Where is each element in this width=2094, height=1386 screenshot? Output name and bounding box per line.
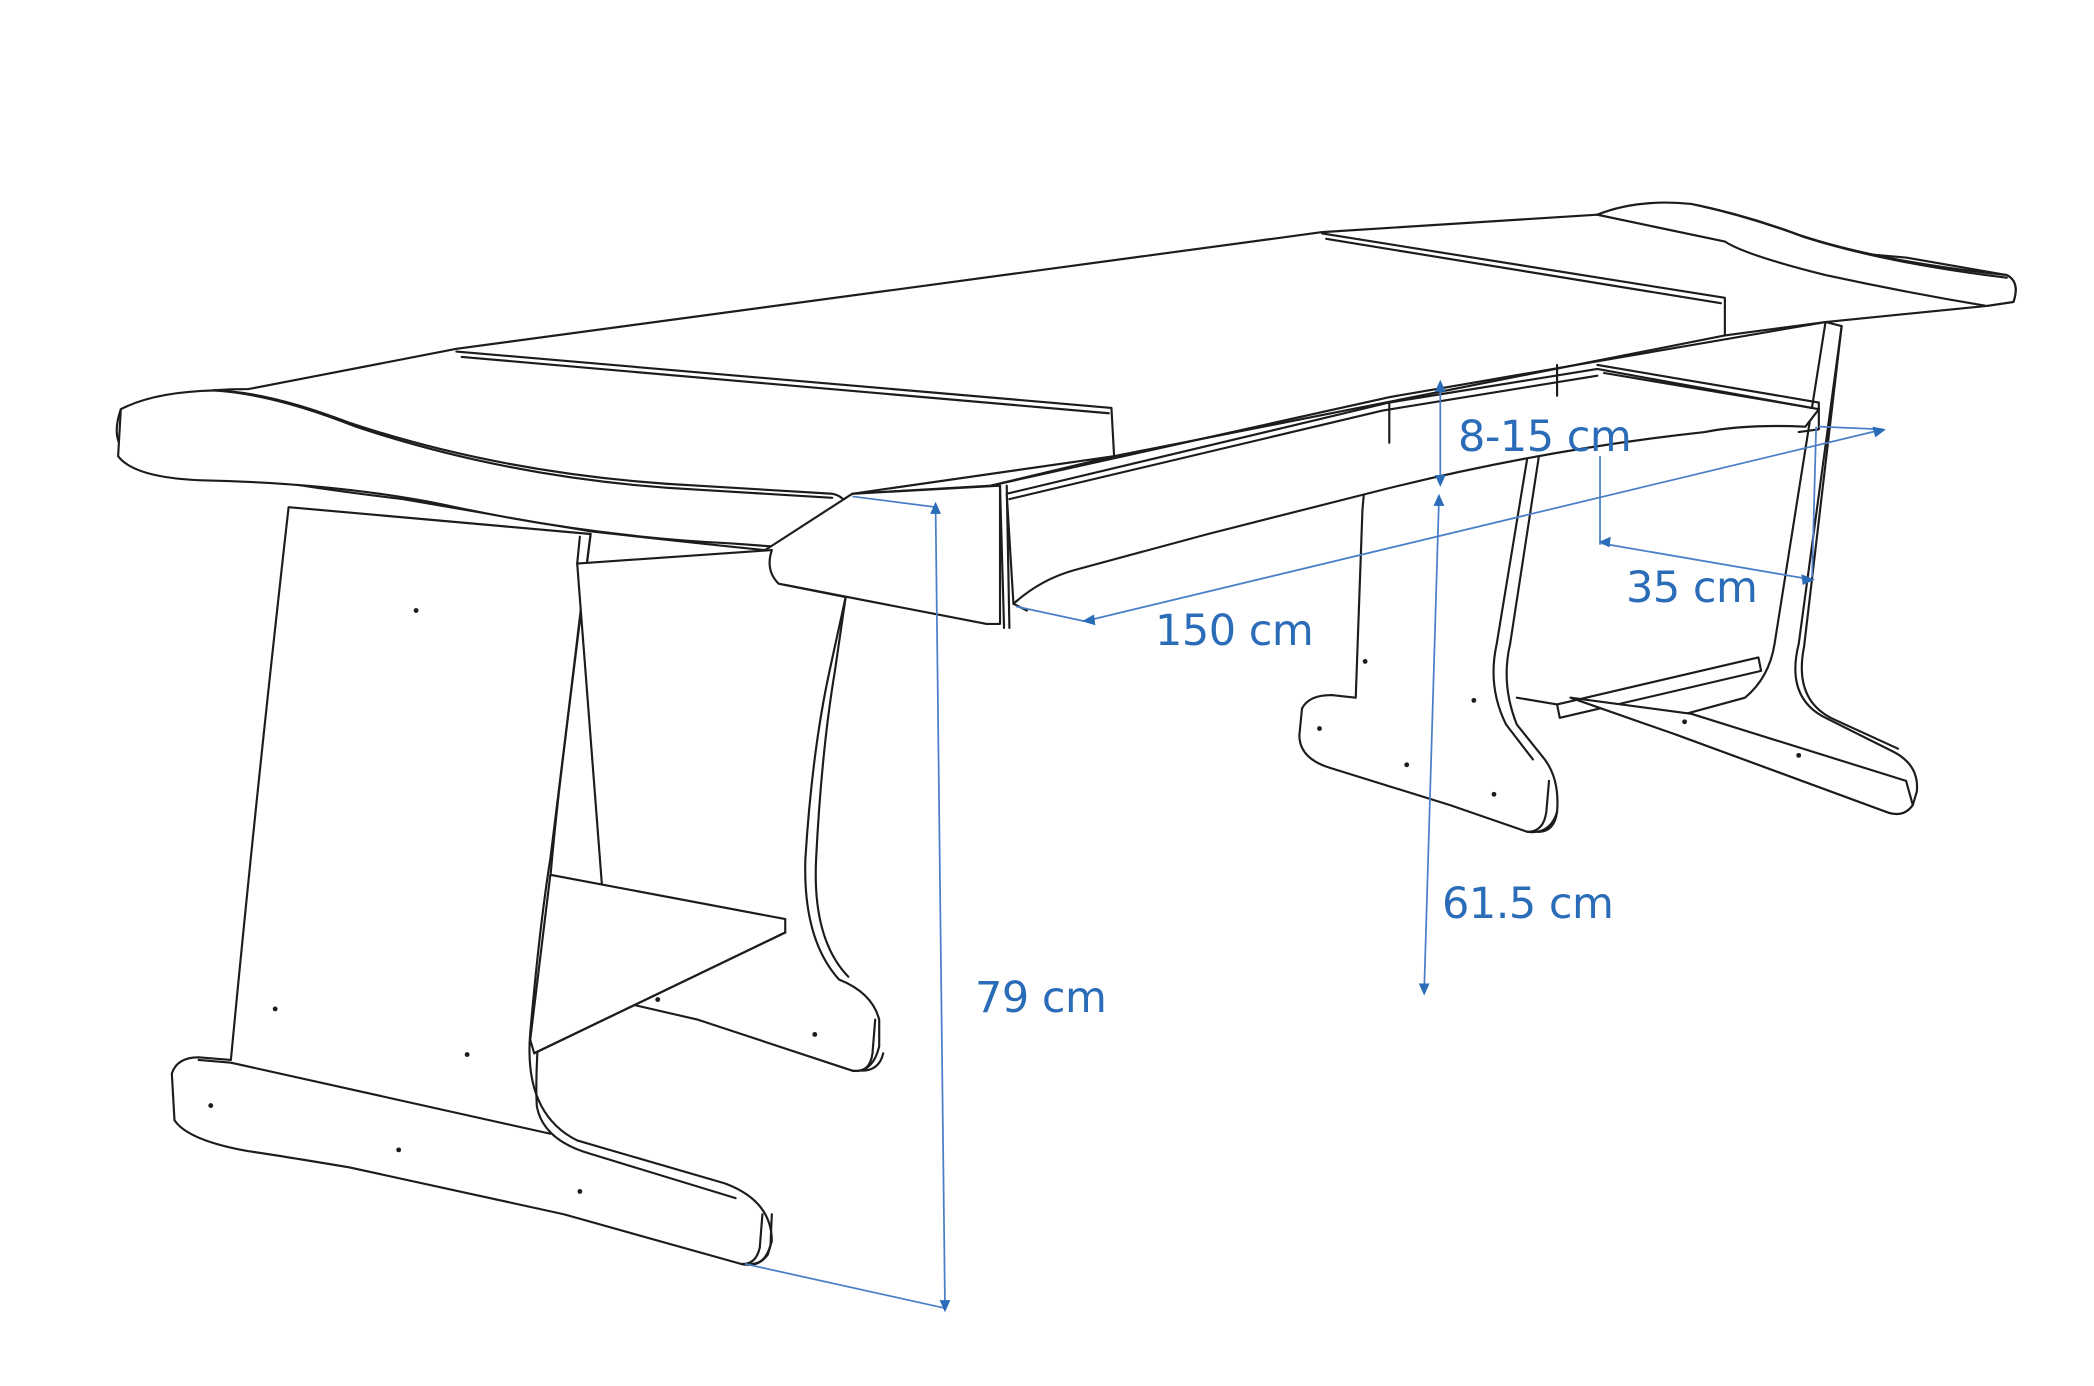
dimension-lines: [744, 379, 1886, 1313]
keyboard-shelf: [1005, 363, 1820, 612]
dimension-label-shelf-depth: 35 cm: [1626, 563, 1758, 613]
dimension-label-shelf-height: 61.5 cm: [1442, 879, 1614, 929]
dimension-label-shelf-width: 150 cm: [1155, 606, 1314, 656]
dimension-label-shelf-gap: 8-15 cm: [1458, 412, 1632, 462]
back-right-leg: [1515, 320, 1919, 816]
desktop: [115, 201, 2017, 629]
front-left-leg: [170, 506, 885, 1266]
dimension-label-desk-height: 79 cm: [975, 973, 1107, 1023]
